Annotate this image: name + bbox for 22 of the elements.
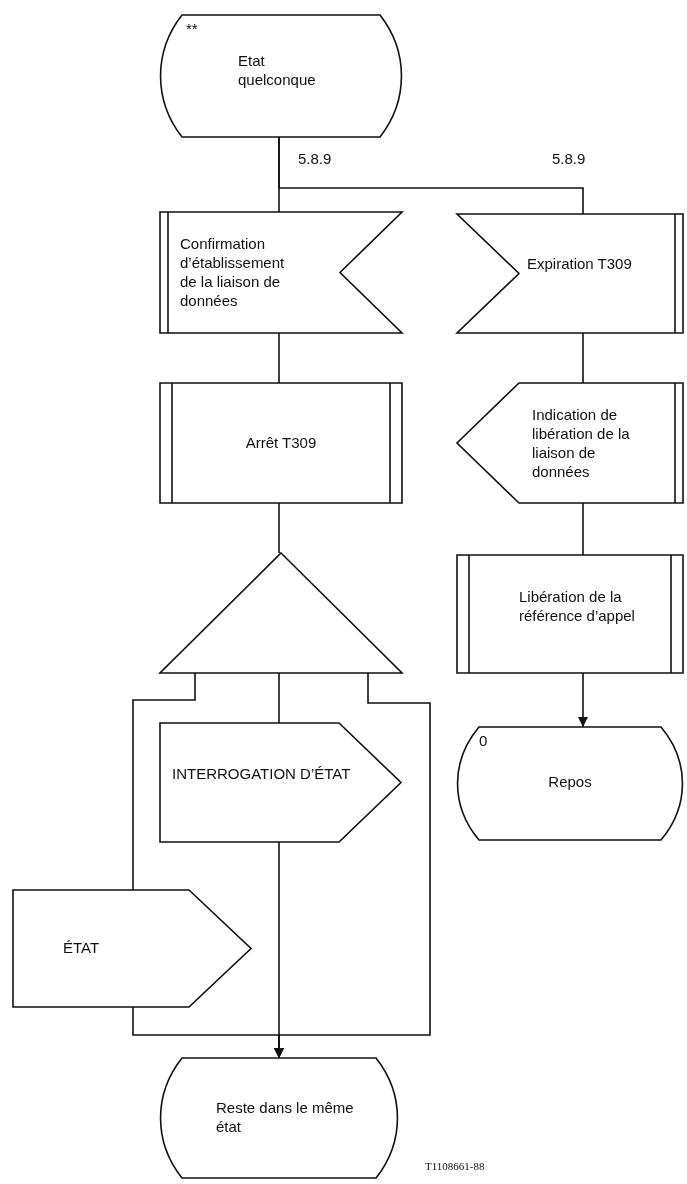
node-label: Confirmation d’établissement de la liaison de données [180, 234, 286, 310]
node-label: Libération de la référence d’appel [519, 587, 636, 625]
node-label: Repos [547, 772, 593, 791]
node-label: Reste dans le même état [216, 1098, 355, 1136]
node-label: Etat quelconque [238, 51, 317, 89]
connector-line [582, 502, 584, 556]
figure-reference: T1108661-88 [425, 1160, 485, 1172]
arrow [578, 672, 588, 728]
connector-line [132, 672, 196, 891]
node-label: Expiration T309 [527, 254, 633, 273]
connector-line [582, 332, 584, 384]
connector-line [278, 136, 584, 215]
connector-line [278, 502, 280, 554]
node-label: Indication de libération de la liaison de données [532, 405, 631, 481]
node-label: Arrêt T309 [244, 433, 318, 452]
state-marker: 0 [479, 731, 489, 750]
connector-line [278, 672, 280, 724]
node-label: ÉTAT [63, 938, 101, 957]
node-label: INTERROGATION D’ÉTAT [172, 764, 352, 783]
connector-line [278, 332, 280, 384]
arrow [132, 1006, 284, 1059]
state-marker: ** [186, 19, 199, 38]
